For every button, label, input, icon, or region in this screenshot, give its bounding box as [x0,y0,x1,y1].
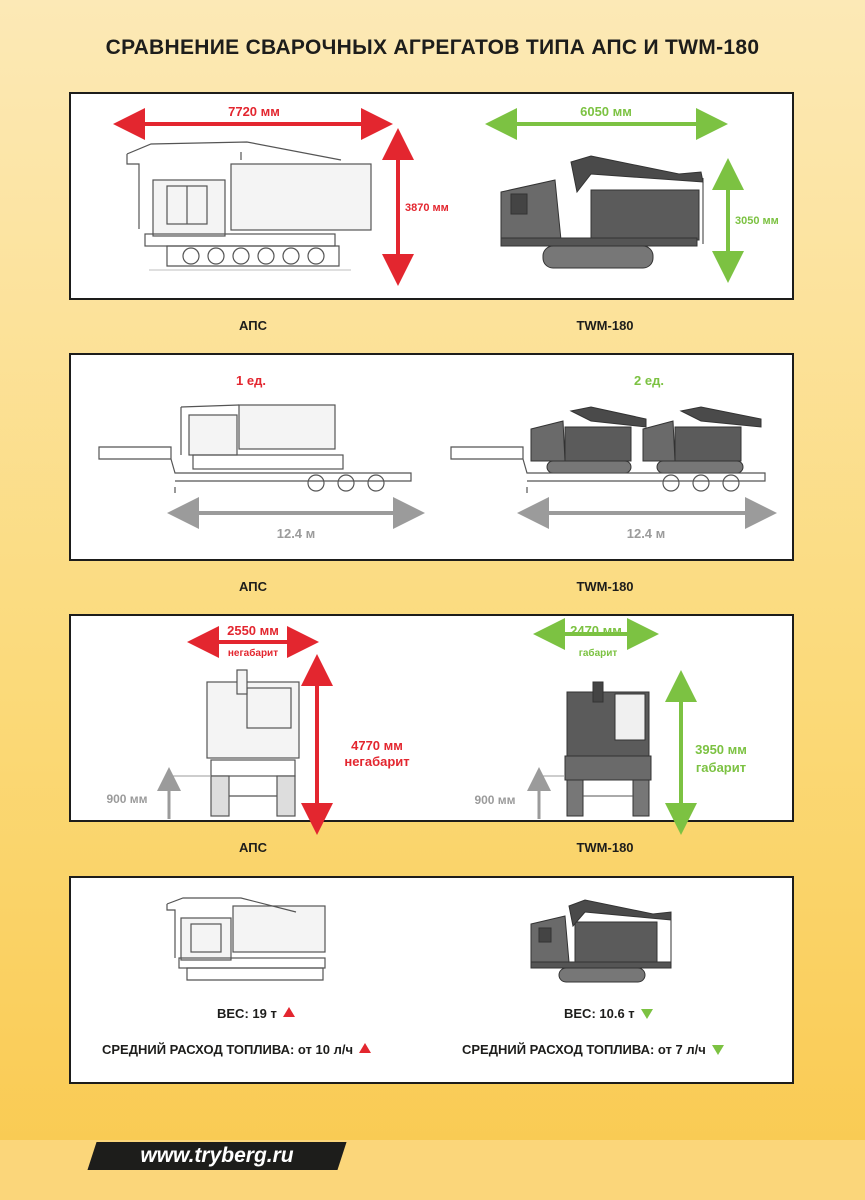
clearance-drawing: 2550 мм негабарит 4770 мм негабарит 900 … [106,618,747,835]
dimensions-panel: 7720 мм 3870 мм 6050 мм 3050 мм [69,92,794,300]
page-title: СРАВНЕНИЕ СВАРОЧНЫХ АГРЕГАТОВ ТИПА АПС И… [105,36,760,59]
panel2-aps-caption: АПС [239,579,267,594]
weight-fuel-drawing [166,897,672,983]
twm-length-label: 6050 мм [580,104,632,119]
twm-width-note: габарит [579,647,618,659]
increase-triangle-icon [359,1043,372,1053]
twm-height-label: 3050 мм [735,215,779,227]
twm-units-label: 2 ед. [634,373,664,388]
aps-height-label: 3870 мм [405,202,449,214]
aps-length-label: 7720 мм [228,104,280,119]
dimensions-drawing: 7720 мм 3870 мм 6050 мм 3050 мм [113,104,779,286]
twm-base-label: 900 мм [474,793,515,807]
aps-base-label: 900 мм [106,792,147,806]
panel3-twm-caption: TWM-180 [576,840,634,855]
panel1-aps-caption: АПС [239,318,267,333]
aps-front-icon [206,669,300,817]
twm-trailer-icon [530,406,762,474]
twm-vehicle-small-icon [530,899,672,983]
increase-triangle-icon [282,1007,295,1017]
aps-weight: ВЕС: 19 т [217,1006,295,1021]
aps-units-label: 1 ед. [236,373,266,388]
twm-height-note: габарит [696,760,746,775]
twm-height-label-2: 3950 мм [695,742,747,757]
twm-trailer-length: 12.4 м [627,526,666,541]
aps-height-label-2: 4770 мм [351,738,403,753]
transport-panel: 1 ед. 2 ед. 12.4 м [69,353,794,561]
twm-fuel: СРЕДНИЙ РАСХОД ТОПЛИВА: от 7 л/ч [462,1042,724,1057]
twm-vehicle-side-icon [500,155,704,269]
aps-trailer-length: 12.4 м [277,526,316,541]
aps-trailer-icon [98,404,412,493]
transport-drawing: 1 ед. 2 ед. 12.4 м [98,373,777,541]
aps-vehicle-side-icon [126,141,372,271]
aps-height-note: негабарит [344,754,409,769]
twm-width-label: 2470 мм [570,623,622,638]
aps-width-label: 2550 мм [227,623,279,638]
panel1-twm-caption: TWM-180 [576,318,634,333]
clearance-panel: 2550 мм негабарит 4770 мм негабарит 900 … [69,614,794,835]
decrease-triangle-icon [711,1045,724,1055]
twm-weight: ВЕС: 10.6 т [564,1006,653,1021]
twm-front-icon [564,681,652,817]
aps-vehicle-small-icon [166,897,326,981]
aps-fuel: СРЕДНИЙ РАСХОД ТОПЛИВА: от 10 л/ч [102,1042,372,1057]
website-link[interactable]: www.tryberg.ru [140,1144,294,1167]
decrease-triangle-icon [640,1009,653,1019]
panel3-aps-caption: АПС [239,840,267,855]
aps-width-note: негабарит [228,647,278,659]
weight-fuel-panel: ВЕС: 19 т СРЕДНИЙ РАСХОД ТОПЛИВА: от 10 … [69,876,794,1084]
panel2-twm-caption: TWM-180 [576,579,634,594]
